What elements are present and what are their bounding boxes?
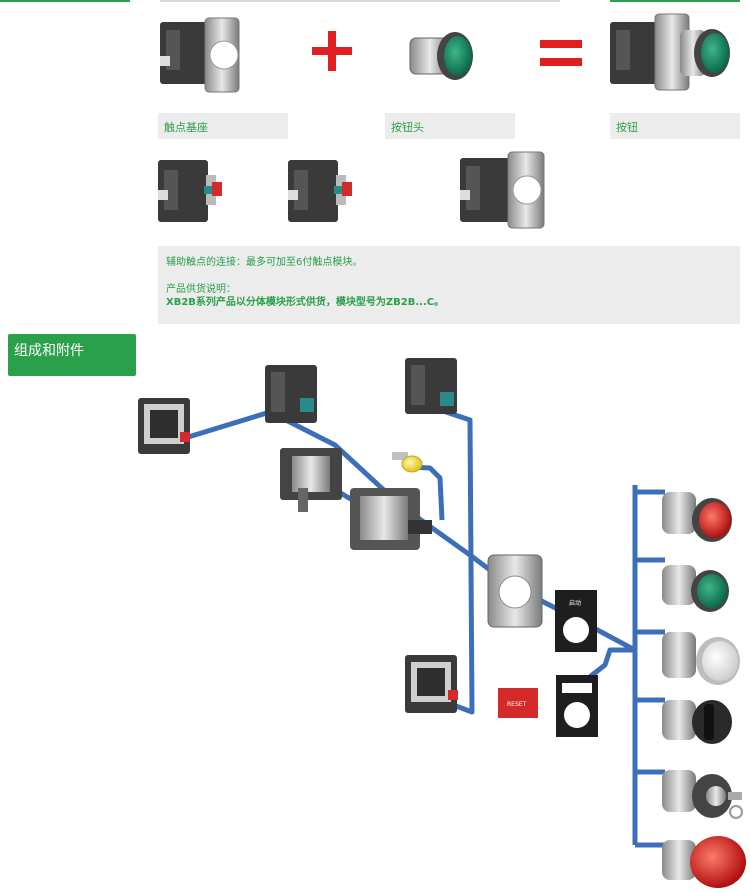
operator-green-flush xyxy=(662,565,729,612)
operator-mushroom-head xyxy=(662,836,746,888)
contact-block-left xyxy=(138,398,190,454)
reset-plate xyxy=(498,688,538,718)
light-module xyxy=(350,488,432,550)
label-contact-base: 触点基座 xyxy=(158,113,288,139)
contact-base-image-2 xyxy=(460,151,545,229)
contact-block-image-2 xyxy=(288,160,352,222)
contact-block-bottom xyxy=(405,655,458,713)
label-button-head: 按钮头 xyxy=(385,113,515,139)
equals-sign xyxy=(540,40,582,66)
section-title-tab: 组成和附件 xyxy=(8,334,136,376)
label-button-head-text: 按钮头 xyxy=(391,121,424,134)
supply-note: 辅助触点的连接：最多可加至6付触点模块。 产品供货说明： XB2B系列产品以分体… xyxy=(158,246,740,324)
note-line-2: 产品供货说明： xyxy=(166,284,236,295)
note-line-3: XB2B系列产品以分体模块形式供货，模块型号为ZB2B...C。 xyxy=(166,297,445,308)
top-strip-right xyxy=(610,0,740,2)
operator-white-illuminated xyxy=(662,632,740,685)
operator-selector-switch xyxy=(662,700,732,744)
contact-base-image xyxy=(160,17,240,93)
contact-block-top-right xyxy=(405,358,457,414)
operator-red-flush xyxy=(662,492,732,542)
label-contact-base-text: 触点基座 xyxy=(164,121,208,134)
reset-plate-text: RESET xyxy=(507,701,527,708)
contact-block-image-1 xyxy=(158,160,222,222)
button-head-image xyxy=(409,32,473,80)
label-button-text: 按钮 xyxy=(616,121,638,134)
label-button: 按钮 xyxy=(610,113,740,139)
legend-plate-text: 启动 xyxy=(569,599,581,607)
operator-key-switch xyxy=(662,770,743,819)
note-line-1: 辅助触点的连接：最多可加至6付触点模块。 xyxy=(166,257,363,268)
contact-block-top xyxy=(265,365,317,423)
legend-holder xyxy=(556,675,598,737)
button-assembly-image xyxy=(610,13,730,91)
legend-plate xyxy=(555,590,597,652)
mounting-adapter xyxy=(280,448,342,512)
top-strip-mid xyxy=(160,0,560,2)
lamp-bulb xyxy=(392,452,423,473)
plus-sign xyxy=(312,31,352,71)
top-strip-left xyxy=(0,0,130,2)
section-title: 组成和附件 xyxy=(14,343,84,359)
fixing-collar xyxy=(487,554,543,628)
